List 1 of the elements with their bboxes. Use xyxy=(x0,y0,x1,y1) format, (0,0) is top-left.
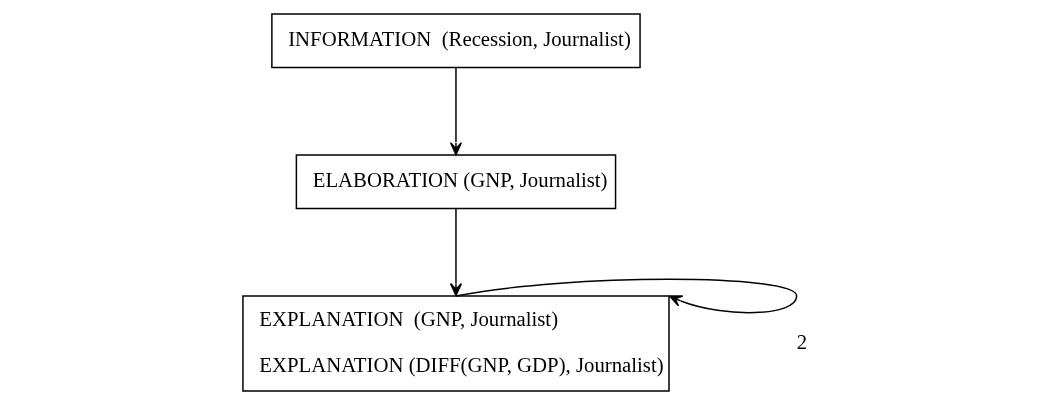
edge-label: 2 xyxy=(796,330,808,354)
